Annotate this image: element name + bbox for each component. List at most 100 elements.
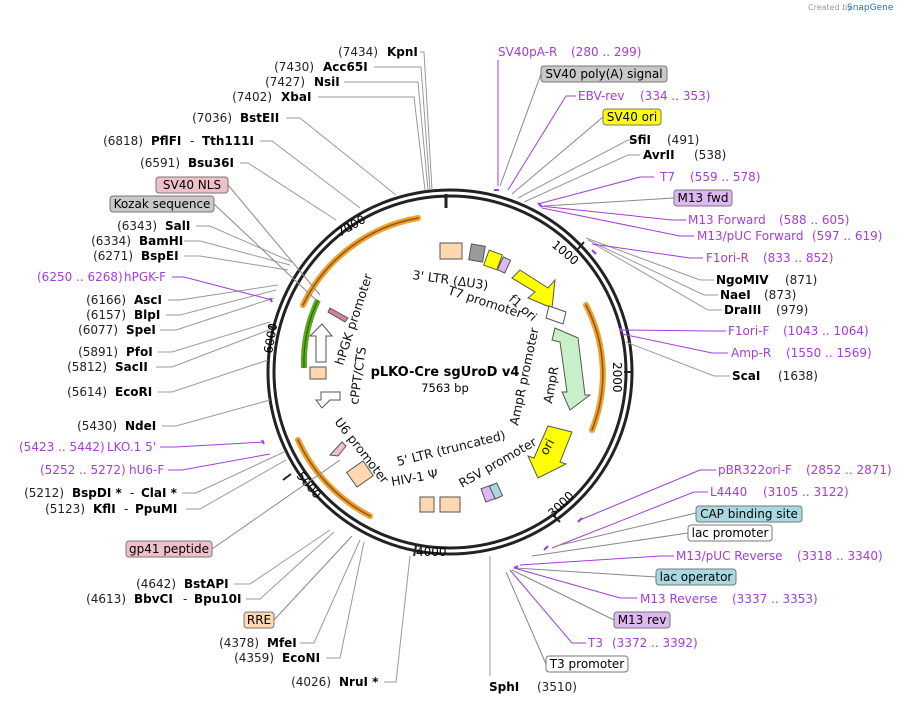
feat-lacpro: lac promoter <box>692 526 769 540</box>
pr-m13puc-reverse: M13/pUC Reverse <box>676 549 783 563</box>
feat-box-sv40ori <box>602 108 662 126</box>
pr-amp-r-range: (1550 .. 1569) <box>786 346 872 360</box>
pr-f1ori-r-range: (833 .. 852) <box>763 251 833 265</box>
ring-ticks <box>267 222 632 557</box>
feat-box-kozak <box>109 195 215 213</box>
enz-name-acc65i: Acc65I <box>323 60 368 74</box>
feat-box-rre <box>243 611 275 629</box>
hpgk-arrow <box>308 323 334 363</box>
credit-prefix: Created by <box>808 3 852 12</box>
enz-pos-spei: (6077) <box>78 323 118 337</box>
enz-name-mfei: MfeI <box>267 636 297 650</box>
enz-pos-bspdi: (5212) <box>24 486 64 500</box>
primer-labels: SV40pA-R (280 .. 299) EBV-rev (334 .. 35… <box>19 45 892 650</box>
enz-name-bstapi: BstAPI <box>184 577 229 591</box>
feat-box-lacop <box>655 568 737 586</box>
enz-pos-draiii: (979) <box>776 303 808 317</box>
enz-pos-nsii: (7427) <box>265 75 305 89</box>
pr-f1ori-r: F1ori-R <box>706 251 749 265</box>
enz-name-bbvci: BbvCI <box>134 592 173 606</box>
enz-pos-sphi: (3510) <box>537 680 577 694</box>
enz-name-avrii: AvrII <box>643 148 675 162</box>
feat-box-m13fwd <box>673 189 733 207</box>
pr-f1ori-f: F1ori-F <box>728 324 769 338</box>
enz-pos-bbvci: (4613) <box>86 592 126 606</box>
snapgene-logo: SnapGene <box>847 3 894 13</box>
enz-pos-bstapi: (4642) <box>136 577 176 591</box>
feat-m13fwd: M13 fwd <box>678 191 729 205</box>
pr-m13puc-forward: M13/pUC Forward <box>697 229 804 243</box>
enz-name-ecori: EcoRI <box>115 385 152 399</box>
pr-m13-reverse-range: (3337 .. 3353) <box>732 592 818 606</box>
sv40ori-box <box>483 249 503 271</box>
pr-hpgk-f: hPGK-F <box>124 270 166 284</box>
tick-6000: 6000 <box>261 322 280 355</box>
pr-ebv-rev: EBV-rev <box>578 89 624 103</box>
enz-name-kpni: KpnI <box>387 45 418 59</box>
enz-name-pflfi: PflFI <box>151 134 181 148</box>
feat-box-cap <box>695 505 803 523</box>
enz-name-scai: ScaI <box>732 369 760 383</box>
feat-gp41: gp41 peptide <box>129 542 209 556</box>
enz-pos-bsteii: (7036) <box>192 111 232 125</box>
enz-name-naei: NaeI <box>720 288 751 302</box>
feat-lacop: lac operator <box>660 570 733 584</box>
enz-pos-blpi: (6157) <box>86 308 126 322</box>
enz-pos-acc65i: (7430) <box>274 60 314 74</box>
enz-pos-bamhi: (6334) <box>91 234 131 248</box>
enz-pos-scai: (1638) <box>778 369 818 383</box>
enzyme-leaders <box>156 51 730 683</box>
gp41-box <box>328 441 347 457</box>
feat-box-sv40pa <box>540 65 668 83</box>
enz-name-econi: EcoNI <box>282 651 320 665</box>
f1ori-arrow <box>511 269 556 309</box>
enzyme-labels-left: (7434) KpnI (7430) Acc65I (7427) NsiI (7… <box>24 45 418 689</box>
feat-box-gp41 <box>125 540 213 558</box>
pr-lko1: LKO.1 5' <box>107 440 156 454</box>
pr-f1ori-f-range: (1043 .. 1064) <box>783 324 869 338</box>
ltr3-box <box>439 242 463 260</box>
enz-pos-pflfi: (6818) <box>103 134 143 148</box>
enz-name-sali: SalI <box>165 219 190 233</box>
enz-pos-avrii: (538) <box>694 148 726 162</box>
enz-name-ppumi: PpuMI <box>135 502 177 516</box>
enz-dash-pflfi: - <box>190 134 194 148</box>
enz-dash-kfli: - <box>124 502 128 516</box>
enz-name-kfli: KflI <box>93 502 116 516</box>
enz-name-ndei: NdeI <box>125 419 156 433</box>
enz-name-ngomiv: NgoMIV <box>716 273 769 287</box>
pr-sv40pa-r: SV40pA-R <box>498 45 557 59</box>
enz-pos-pfoi: (5891) <box>78 345 118 359</box>
pr-hu6-f: hU6-F <box>129 463 164 477</box>
enz-name-bsteii: BstEII <box>240 111 279 125</box>
tick-4000: 4000 <box>416 545 447 559</box>
pr-m13-reverse: M13 Reverse <box>640 592 718 606</box>
feat-kozak: Kozak sequence <box>114 197 211 211</box>
enz-pos-sali: (6343) <box>117 219 157 233</box>
pr-hpgk-f-range: (6250 .. 6268) <box>37 270 123 284</box>
enz-name-bpu10i: Bpu10I <box>194 592 241 606</box>
enz-pos-bspei: (6271) <box>93 249 133 263</box>
feat-box-lacpro <box>687 524 773 542</box>
feat-t3pro: T3 promoter <box>549 657 625 671</box>
enz-name-sacii: SacII <box>115 360 148 374</box>
pr-m13puc-forward-range: (597 .. 619) <box>812 229 882 243</box>
pr-t3-range: (3372 .. 3392) <box>612 636 698 650</box>
enz-name-asci: AscI <box>134 293 162 307</box>
feat-nls: SV40 NLS <box>163 178 221 192</box>
enz-name-bspei: BspEI <box>141 249 179 263</box>
enz-pos-mfei: (4378) <box>219 636 259 650</box>
pr-t7-range: (559 .. 578) <box>690 170 760 184</box>
pr-pbr322ori-f-range: (2852 .. 2871) <box>806 463 892 477</box>
feat-sv40pa: SV40 poly(A) signal <box>545 67 662 81</box>
enz-pos-ecori: (5614) <box>67 385 107 399</box>
enz-pos-ngomiv: (871) <box>785 273 817 287</box>
lbl-ori: ori <box>536 436 557 457</box>
primer-leaders <box>160 60 728 644</box>
pr-ebv-rev-range: (334 .. 353) <box>640 89 710 103</box>
enzyme-labels-right: SphI (3510) SfiI (491) AvrII (538) NgoMI… <box>489 133 818 694</box>
enz-name-nsii: NsiI <box>314 75 340 89</box>
feat-box-t3pro <box>545 655 629 673</box>
pr-amp-r: Amp-R <box>731 346 771 360</box>
